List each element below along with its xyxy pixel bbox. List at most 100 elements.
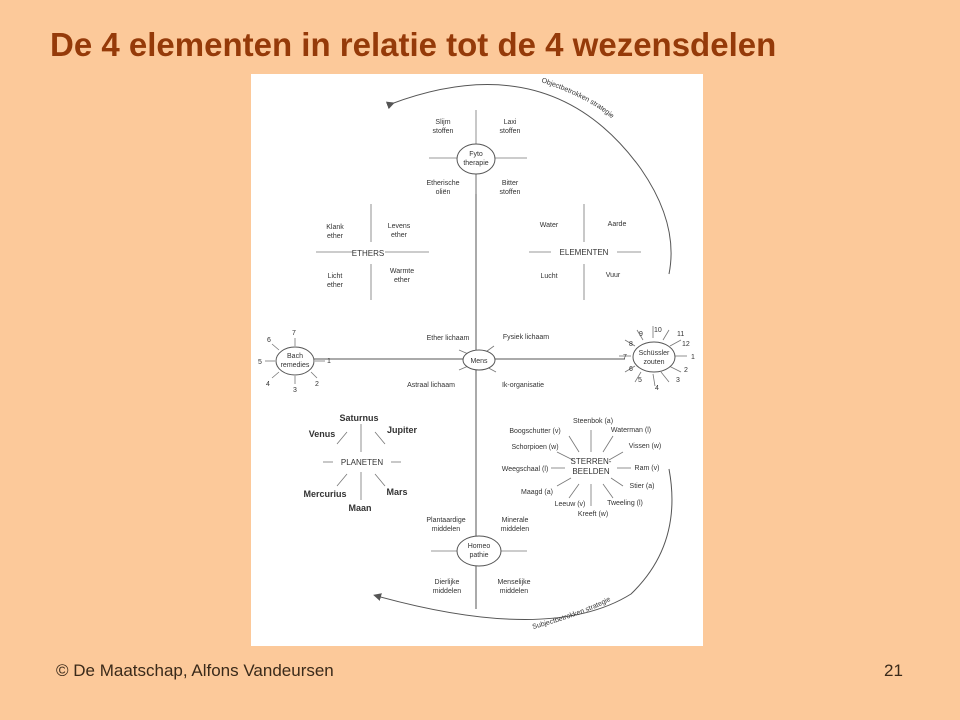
warmte-line1: Warmte — [390, 268, 414, 275]
schussler-num-11: 11 — [677, 331, 684, 338]
water-label: Water — [540, 222, 559, 229]
stier-label: Stier (a) — [630, 483, 655, 490]
astraal-lichaam-label: Astraal lichaam — [407, 382, 455, 389]
jupiter-label: Jupiter — [387, 425, 418, 435]
mens-center-label: Mens — [470, 358, 488, 365]
schussler-num-3: 3 — [676, 377, 680, 384]
schussler-center-line2: zouten — [643, 359, 664, 366]
venus-label: Venus — [309, 429, 336, 439]
dierlijke-line2: middelen — [433, 588, 462, 595]
saturnus-label: Saturnus — [339, 413, 378, 423]
ram-label: Ram (v) — [635, 465, 660, 472]
klank-line1: Klank — [326, 224, 344, 231]
plantaardige-line1: Plantaardige — [426, 517, 465, 524]
bach-remedies-node — [275, 346, 315, 376]
klank-line2: ether — [327, 233, 344, 240]
diagram-figure: Objectbetrokken strategie Subjectbetrokk… — [251, 74, 703, 646]
page-number: 21 — [884, 661, 903, 680]
sterrenbeelden-rays — [551, 430, 631, 506]
aarde-label: Aarde — [608, 221, 627, 228]
ethers-label: ETHERS — [352, 249, 384, 258]
schussler-center-line1: Schüssler — [639, 350, 670, 357]
bach-num-1: 1 — [327, 358, 331, 365]
steenbok-label: Steenbok (a) — [573, 418, 613, 425]
lucht-label: Lucht — [540, 273, 557, 280]
maan-label: Maan — [348, 503, 371, 513]
vuur-label: Vuur — [606, 272, 621, 279]
homeopathie-node — [456, 535, 502, 567]
weegschaal-label: Weegschaal (l) — [502, 466, 549, 473]
schorpioen-label: Schorpioen (w) — [511, 444, 558, 451]
vissen-label: Vissen (w) — [629, 443, 662, 450]
fyto-center-line1: Fyto — [469, 151, 483, 158]
schussler-num-8: 8 — [629, 341, 633, 348]
tweeling-label: Tweeling (l) — [607, 500, 643, 507]
wezensdelen-diagram: Objectbetrokken strategie Subjectbetrokk… — [258, 77, 695, 631]
objectbetrokken-arc — [385, 84, 672, 275]
ik-organisatie-label: Ik-organisatie — [502, 382, 544, 389]
schussler-sun — [619, 326, 687, 387]
etherische-line1: Etherische — [426, 180, 459, 187]
homeo-center-line1: Homeo — [468, 543, 491, 550]
schussler-num-12: 12 — [682, 341, 690, 348]
bach-num-2: 2 — [315, 381, 319, 388]
schussler-num-10: 10 — [654, 327, 662, 334]
schussler-num-7: 7 — [623, 354, 627, 361]
sterrenbeelden-line1: STERREN- — [571, 457, 612, 466]
laxi-line1: Laxi — [504, 119, 517, 126]
schussler-num-9: 9 — [639, 331, 643, 338]
elementen-label: ELEMENTEN — [560, 248, 609, 257]
licht-line1: Licht — [328, 273, 343, 280]
sterrenbeelden-line2: BEELDEN — [572, 467, 610, 476]
schussler-num-6: 6 — [629, 366, 633, 373]
bach-num-7: 7 — [292, 330, 296, 337]
menselijke-line2: middelen — [500, 588, 529, 595]
slide-title: De 4 elementen in relatie tot de 4 wezen… — [50, 26, 777, 63]
planeten-rays — [323, 424, 401, 500]
schussler-num-2: 2 — [684, 367, 688, 374]
mens-node — [462, 349, 496, 371]
schussler-num-4: 4 — [655, 385, 659, 392]
minerale-line2: middelen — [501, 526, 530, 533]
fyto-therapie-node — [456, 143, 496, 175]
top-arc-label: Objectbetrokken strategie — [540, 77, 615, 120]
bach-num-6: 6 — [267, 337, 271, 344]
plantaardige-line2: middelen — [432, 526, 461, 533]
waterman-label: Waterman (l) — [611, 427, 651, 434]
levens-line1: Levens — [388, 223, 411, 230]
kreeft-label: Kreeft (w) — [578, 511, 608, 518]
levens-line2: ether — [391, 232, 408, 239]
fysiek-lichaam-label: Fysiek lichaam — [503, 334, 549, 341]
ether-lichaam-label: Ether lichaam — [427, 335, 470, 342]
leeuw-label: Leeuw (v) — [555, 501, 586, 508]
homeo-center-line2: pathie — [469, 552, 488, 559]
footer-copyright: © De Maatschap, Alfons Vandeursen — [56, 661, 334, 680]
slijm-line2: stoffen — [433, 128, 454, 135]
bach-center-line2: remedies — [281, 362, 310, 369]
bach-center-line1: Bach — [287, 353, 303, 360]
maagd-label: Maagd (a) — [521, 489, 553, 496]
etherische-line2: oliën — [436, 189, 451, 196]
schussler-num-1: 1 — [691, 354, 695, 361]
subjectbetrokken-arc — [373, 468, 673, 620]
menselijke-line1: Menselijke — [497, 579, 530, 586]
bach-num-5: 5 — [258, 359, 262, 366]
boogschutter-label: Boogschutter (v) — [509, 428, 560, 435]
schussler-node — [632, 341, 676, 373]
slijm-line1: Slijm — [435, 119, 450, 126]
mercurius-label: Mercurius — [303, 489, 346, 499]
schussler-num-5: 5 — [638, 377, 642, 384]
bitter-line1: Bitter — [502, 180, 519, 187]
bach-num-4: 4 — [266, 381, 270, 388]
bitter-line2: stoffen — [500, 189, 521, 196]
minerale-line1: Minerale — [502, 517, 529, 524]
bach-num-3: 3 — [293, 387, 297, 394]
bach-remedies-sun — [265, 338, 325, 384]
laxi-line2: stoffen — [500, 128, 521, 135]
warmte-line2: ether — [394, 277, 411, 284]
dierlijke-line1: Dierlijke — [435, 579, 460, 586]
fyto-center-line2: therapie — [463, 160, 488, 167]
licht-line2: ether — [327, 282, 344, 289]
mars-label: Mars — [386, 487, 407, 497]
bottom-arc-label: Subjectbetrokken strategie — [532, 596, 612, 631]
